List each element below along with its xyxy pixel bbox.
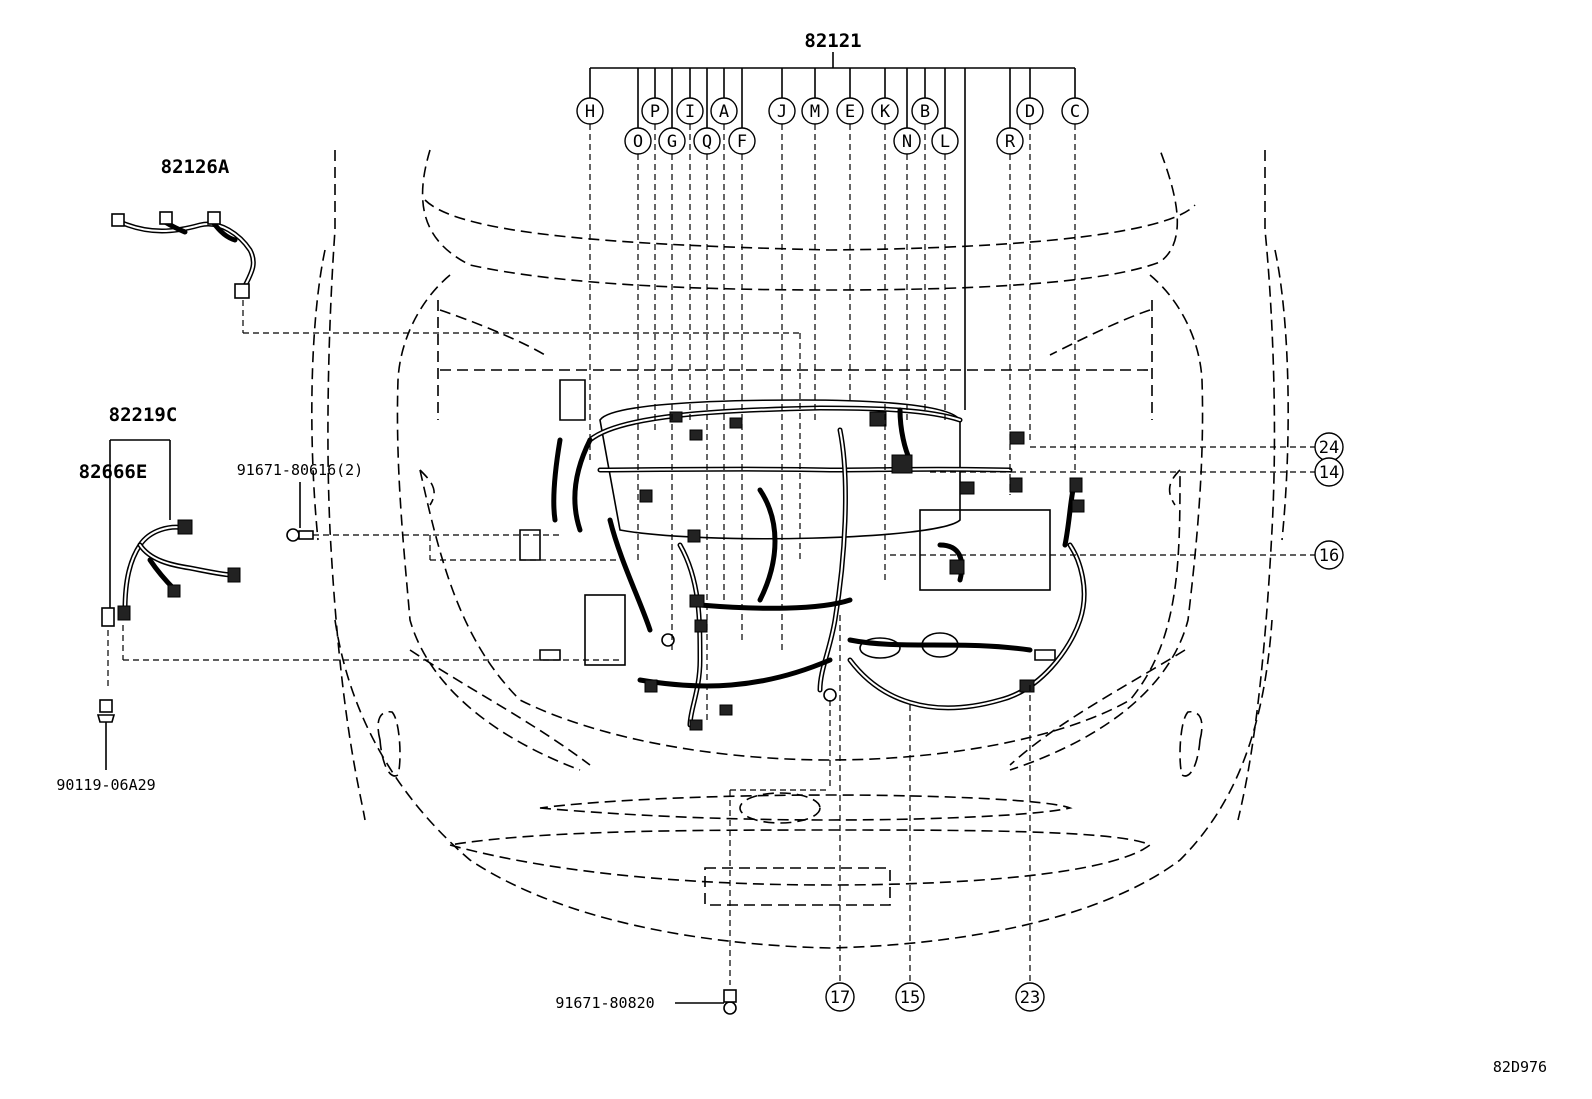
number-callouts-right: 24 14 16 — [890, 432, 1344, 570]
callout-p: P — [650, 102, 660, 122]
callout-l: L — [940, 132, 950, 152]
part-90119-06a29: 90119-06A29 — [56, 776, 155, 794]
bolt-91671-80616: 91671-80616(2) — [237, 461, 620, 561]
part-82666e: 82666E — [79, 461, 148, 483]
bolt-91671-80820: 91671-80820 — [555, 700, 831, 1015]
callout-r: R — [1005, 132, 1016, 152]
callout-b: B — [920, 102, 930, 122]
main-wire-harness — [551, 405, 1087, 731]
callout-n: N — [902, 132, 912, 152]
part-91671-80820: 91671-80820 — [555, 994, 654, 1012]
callout-d: D — [1025, 102, 1035, 122]
callout-17: 17 — [830, 988, 850, 1008]
callout-h: H — [585, 102, 595, 122]
letter-callouts-top: H P I A J M E K B D C — [576, 97, 1089, 125]
callout-f: F — [737, 132, 747, 152]
bolt-90119: 90119-06A29 — [56, 699, 156, 794]
letter-callouts-bottom: O G Q F N L R — [624, 127, 1024, 155]
callout-a: A — [719, 102, 729, 122]
callout-c: C — [1070, 102, 1080, 122]
callout-j: J — [777, 102, 787, 122]
callout-15: 15 — [900, 988, 920, 1008]
callout-24: 24 — [1319, 438, 1339, 458]
callout-k: K — [880, 102, 891, 122]
callout-g: G — [667, 132, 677, 152]
number-callouts-bottom: 17 15 23 — [825, 615, 1045, 1012]
vehicle-outline — [311, 149, 1289, 949]
harness-82219c: 82219C 82666E — [79, 404, 620, 690]
main-part-number: 82121 — [804, 30, 861, 52]
diagram-code: 82D976 — [1493, 1058, 1547, 1076]
callout-23: 23 — [1020, 988, 1040, 1008]
callout-e: E — [845, 102, 855, 122]
part-82126a: 82126A — [161, 156, 230, 178]
callout-m: M — [810, 102, 820, 122]
callout-14: 14 — [1319, 463, 1339, 483]
callout-o: O — [633, 132, 643, 152]
callout-i: I — [685, 102, 695, 122]
callout-16: 16 — [1319, 546, 1339, 566]
engine-components — [519, 379, 1056, 666]
part-82219c: 82219C — [109, 404, 178, 426]
callout-q: Q — [702, 132, 712, 152]
main-part-leaders — [589, 52, 1076, 720]
part-91671-80616: 91671-80616(2) — [237, 461, 363, 479]
harness-82126a: 82126A — [111, 156, 801, 560]
